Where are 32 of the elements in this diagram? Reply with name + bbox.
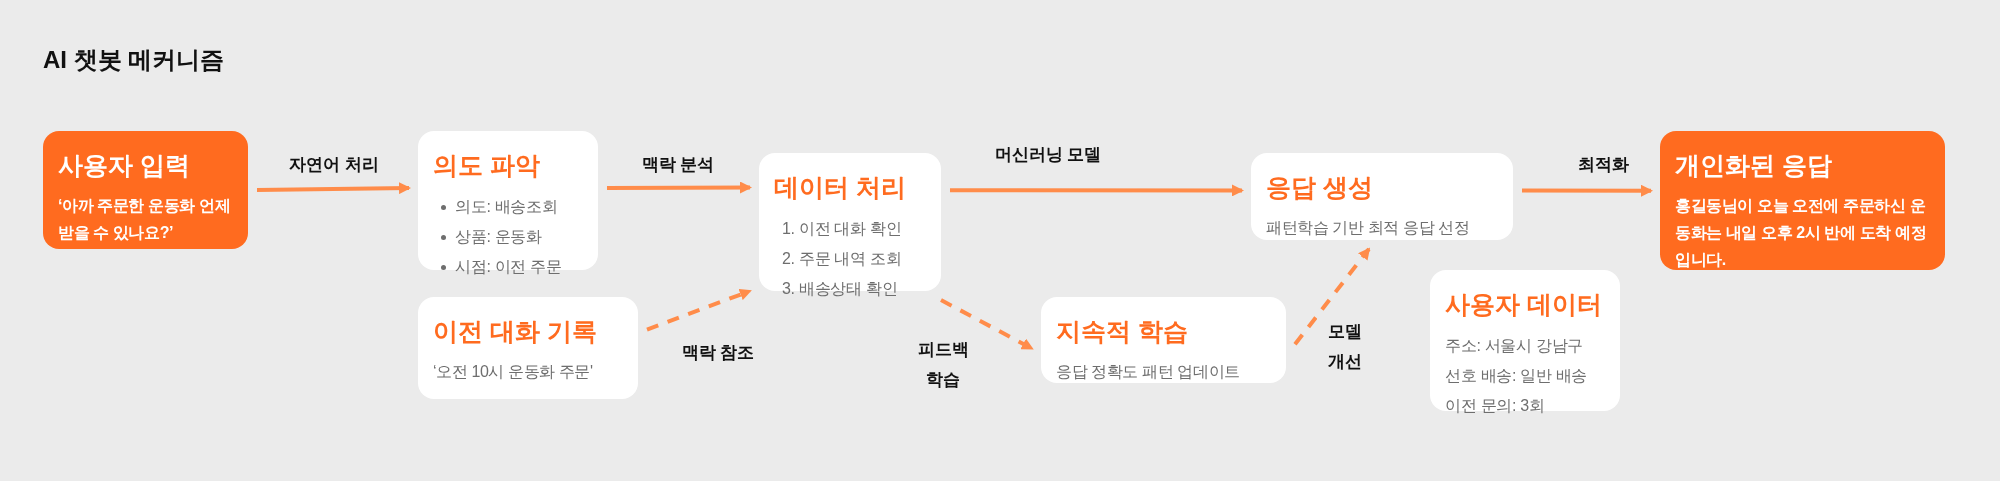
card-text: 패턴학습 기반 최적 응답 선정 <box>1266 218 1471 238</box>
arrow <box>1293 247 1371 346</box>
diagram-title: AI 챗봇 메커니즘 <box>43 45 225 75</box>
card-heading: 사용자 입력 <box>58 150 191 181</box>
arrow <box>607 181 752 194</box>
highlight-box <box>43 131 248 249</box>
card-heading: 개인화된 응답 <box>1675 150 1833 181</box>
highlight-box <box>1660 131 1945 270</box>
list-item: 2. 주문 내역 조회 <box>781 249 903 269</box>
card-text: ‘아까 주문한 운동화 언제 받을 수 있나요?’ <box>58 196 232 243</box>
arrow <box>950 184 1244 197</box>
card-heading: 이전 대화 기록 <box>433 316 598 347</box>
card-heading: 데이터 처리 <box>774 172 907 203</box>
arrow <box>646 288 752 332</box>
info-line: 이전 문의: 3회 <box>1445 396 1546 416</box>
arrow <box>256 182 411 195</box>
card-text: 홍길동님이 오늘 오전에 주문하신 운동화는 내일 오후 2시 반에 도착 예정입니다. <box>1675 196 1928 270</box>
list-item: 1. 이전 대화 확인 <box>781 219 903 239</box>
card-text: ‘오전 10시 운동화 주문' <box>433 362 594 382</box>
card-heading: 사용자 데이터 <box>1445 289 1603 320</box>
arrow <box>1522 184 1653 197</box>
card-text: 응답 정확도 패턴 업데이트 <box>1056 362 1241 382</box>
item-text: 상품: 운동화 <box>455 228 542 245</box>
item-text: 의도: 배송조회 <box>455 198 558 215</box>
arrow <box>940 298 1034 351</box>
card-heading: 지속적 학습 <box>1056 316 1189 347</box>
info-line: 주소: 서울시 강남구 <box>1445 336 1585 356</box>
info-line: 선호 배송: 일반 배송 <box>1445 366 1589 386</box>
list-item: 3. 배송상태 확인 <box>781 279 899 299</box>
card-heading: 의도 파악 <box>433 150 541 181</box>
card-heading: 응답 생성 <box>1266 172 1374 203</box>
item-text: 시점: 이전 주문 <box>455 258 562 275</box>
